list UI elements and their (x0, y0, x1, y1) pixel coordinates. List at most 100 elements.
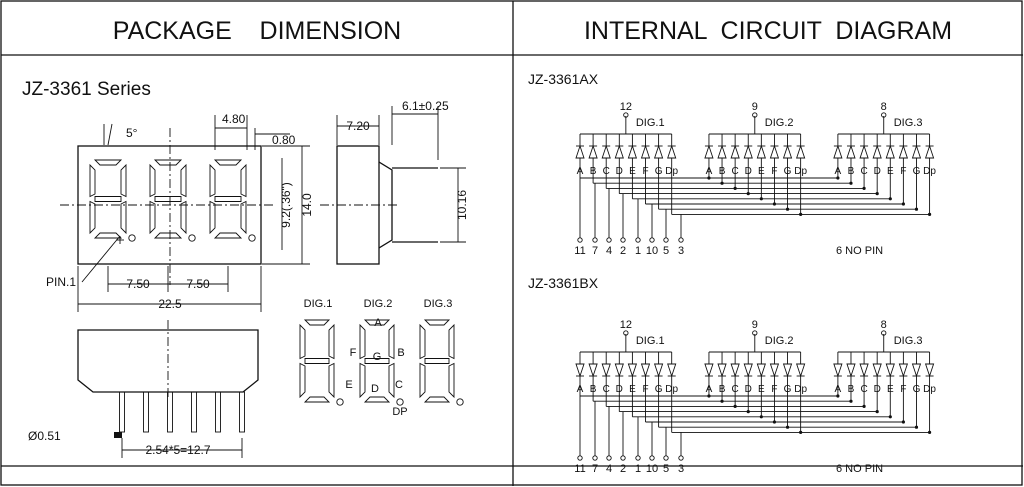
front-digit-3-segment-f (209, 163, 216, 198)
pin-number-3: 4 (606, 245, 612, 257)
common-terminal-1 (623, 330, 629, 336)
diode-3-8 (924, 363, 935, 378)
common-pin-2: 9 (752, 319, 758, 331)
pin-number-6: 10 (646, 463, 658, 475)
no-pin-note: 6 NO PIN (836, 245, 883, 257)
pin-number-8: 3 (678, 463, 684, 475)
front-digit-1-dp (128, 234, 136, 242)
diode-1-8 (667, 144, 677, 159)
junction (720, 399, 724, 403)
junction (914, 425, 919, 429)
diode-2-1 (704, 144, 714, 159)
pin-terminal-6 (649, 455, 655, 461)
digit-name-1: DIG.1 (636, 117, 665, 129)
junction (772, 420, 777, 424)
junction (759, 415, 763, 419)
digit-name-3: DIG.3 (894, 117, 923, 129)
legend-digit-1-segment-b (328, 323, 335, 360)
diode-1-3 (601, 144, 611, 159)
diode-2-1 (704, 363, 714, 378)
dim-seg-gap: 0.80 (272, 133, 296, 147)
common-pin-3: 8 (881, 101, 887, 113)
junction (759, 197, 763, 201)
junction (785, 425, 790, 429)
legend-digit-1-dp (336, 398, 344, 406)
legend-digit-2-segment-f (359, 323, 366, 360)
junction (914, 207, 919, 211)
junction (799, 212, 803, 216)
segment-label-f: F (350, 347, 357, 359)
junction (746, 410, 750, 414)
legend-digit-1-segment-d (303, 396, 331, 403)
angle-ext-2 (107, 123, 113, 146)
junction (785, 207, 790, 211)
pin-number-3: 4 (606, 463, 612, 475)
pin1-marker (114, 432, 122, 438)
diode-3-7 (911, 363, 922, 378)
bottom-pin-2 (143, 391, 149, 433)
front-digit-2-segment-d (153, 232, 183, 239)
dim-pitch-2: 7.50 (186, 277, 210, 291)
front-digit-2-segment-g (154, 196, 182, 202)
diode-1-1 (575, 363, 585, 378)
common-terminal-3 (881, 330, 887, 336)
legend-digit-3-segment-c (448, 362, 455, 399)
legend-digit-1-segment-a (303, 319, 331, 326)
diode-1-4 (614, 144, 624, 159)
front-digit-3-segment-g (214, 196, 242, 202)
digit-label-1: DIG.1 (304, 298, 333, 310)
diode-1-6 (640, 363, 651, 378)
junction (772, 202, 777, 206)
pin-number-6: 10 (646, 245, 658, 257)
dim-side-depth: 7.20 (346, 119, 370, 133)
pin-number-1: 11 (574, 245, 585, 257)
diode-3-5 (885, 363, 895, 378)
pin-number-4: 2 (620, 463, 626, 475)
diode-3-3 (859, 363, 869, 378)
diode-2-2 (717, 144, 727, 159)
front-digit-1-segment-e (89, 200, 96, 235)
legend-digit-3-segment-g (424, 358, 450, 364)
pin-terminal-3 (606, 455, 612, 461)
diode-2-5 (756, 363, 766, 378)
junction (849, 181, 853, 185)
pin-number-2: 7 (592, 245, 598, 257)
junction (836, 394, 840, 398)
bottom-pin-1 (119, 391, 125, 433)
diode-2-7 (782, 363, 793, 378)
diode-1-7 (653, 144, 664, 159)
diode-2-4 (743, 363, 753, 378)
common-pin-1: 12 (620, 101, 632, 113)
diode-2-3 (730, 363, 740, 378)
pin-number-5: 1 (635, 245, 641, 257)
legend-digit-3-segment-a (423, 319, 451, 326)
front-digit-1-segment-f (89, 163, 96, 198)
front-digit-3-segment-a (213, 159, 243, 166)
diode-3-2 (846, 363, 856, 378)
pin-number-5: 1 (635, 463, 641, 475)
bottom-pin-4 (191, 391, 197, 433)
diode-3-4 (872, 144, 882, 159)
legend-digit-1-segment-f (299, 323, 306, 360)
junction (720, 181, 724, 185)
legend-digit-2-segment-b (388, 323, 395, 360)
pin-terminal-1 (577, 455, 583, 461)
diode-1-4 (614, 363, 624, 378)
pin-terminal-6 (649, 237, 655, 243)
junction (836, 176, 840, 180)
legend-digit-1-segment-g (304, 358, 330, 364)
segment-label-c: C (395, 379, 403, 391)
front-digit-3-segment-d (213, 232, 243, 239)
dim-angle: 5° (126, 126, 138, 140)
legend-digit-2-dp (396, 398, 404, 406)
legend-digit-2-segment-c (388, 362, 395, 399)
pin1-label: PIN.1 (46, 275, 76, 289)
junction (707, 176, 711, 180)
diode-1-2 (588, 144, 598, 159)
dim-pin-span: 10.16 (455, 190, 469, 220)
junction (875, 192, 879, 196)
circuit-model-ax: JZ-3361AX (528, 71, 599, 87)
diode-3-6 (898, 144, 909, 159)
